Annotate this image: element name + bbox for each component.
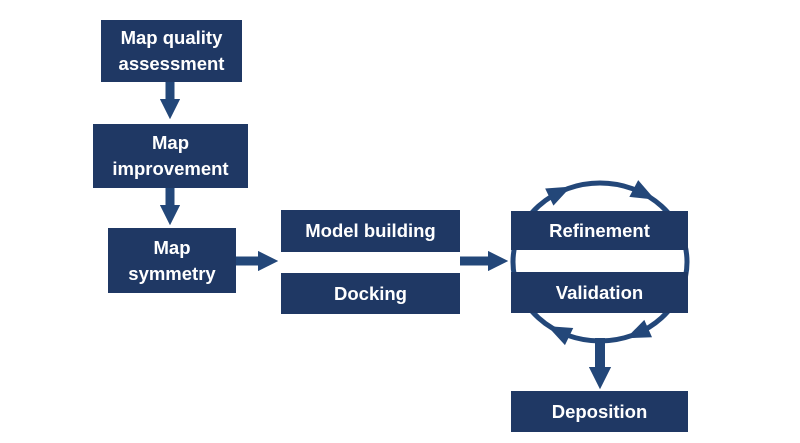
node-docking: Docking — [281, 273, 460, 314]
node-map-improvement: Map improvement — [93, 124, 248, 188]
node-label: Deposition — [551, 400, 648, 422]
node-label: Map symmetry — [128, 236, 216, 284]
node-map-symmetry: Map symmetry — [108, 228, 236, 293]
cycle-arrowhead-top-left-icon — [545, 186, 571, 206]
cycle-arrowhead-bottom-left-icon — [547, 326, 574, 346]
refinement-validation-cycle-circle — [510, 180, 690, 344]
node-label: Docking — [334, 282, 407, 304]
node-validation: Validation — [511, 272, 688, 313]
node-model-building: Model building — [281, 210, 460, 252]
node-refinement: Refinement — [511, 211, 688, 250]
node-label: Refinement — [549, 219, 650, 241]
node-deposition: Deposition — [511, 391, 688, 432]
cycle-arrowhead-top-right-icon — [629, 180, 656, 200]
cycle-arrowhead-bottom-right-icon — [626, 319, 653, 339]
node-label: Model building — [305, 220, 436, 241]
node-label: Validation — [555, 281, 644, 303]
node-label: Map quality assessment — [118, 27, 225, 74]
node-label: Map improvement — [112, 132, 229, 179]
node-map-quality-assessment: Map quality assessment — [101, 20, 242, 82]
